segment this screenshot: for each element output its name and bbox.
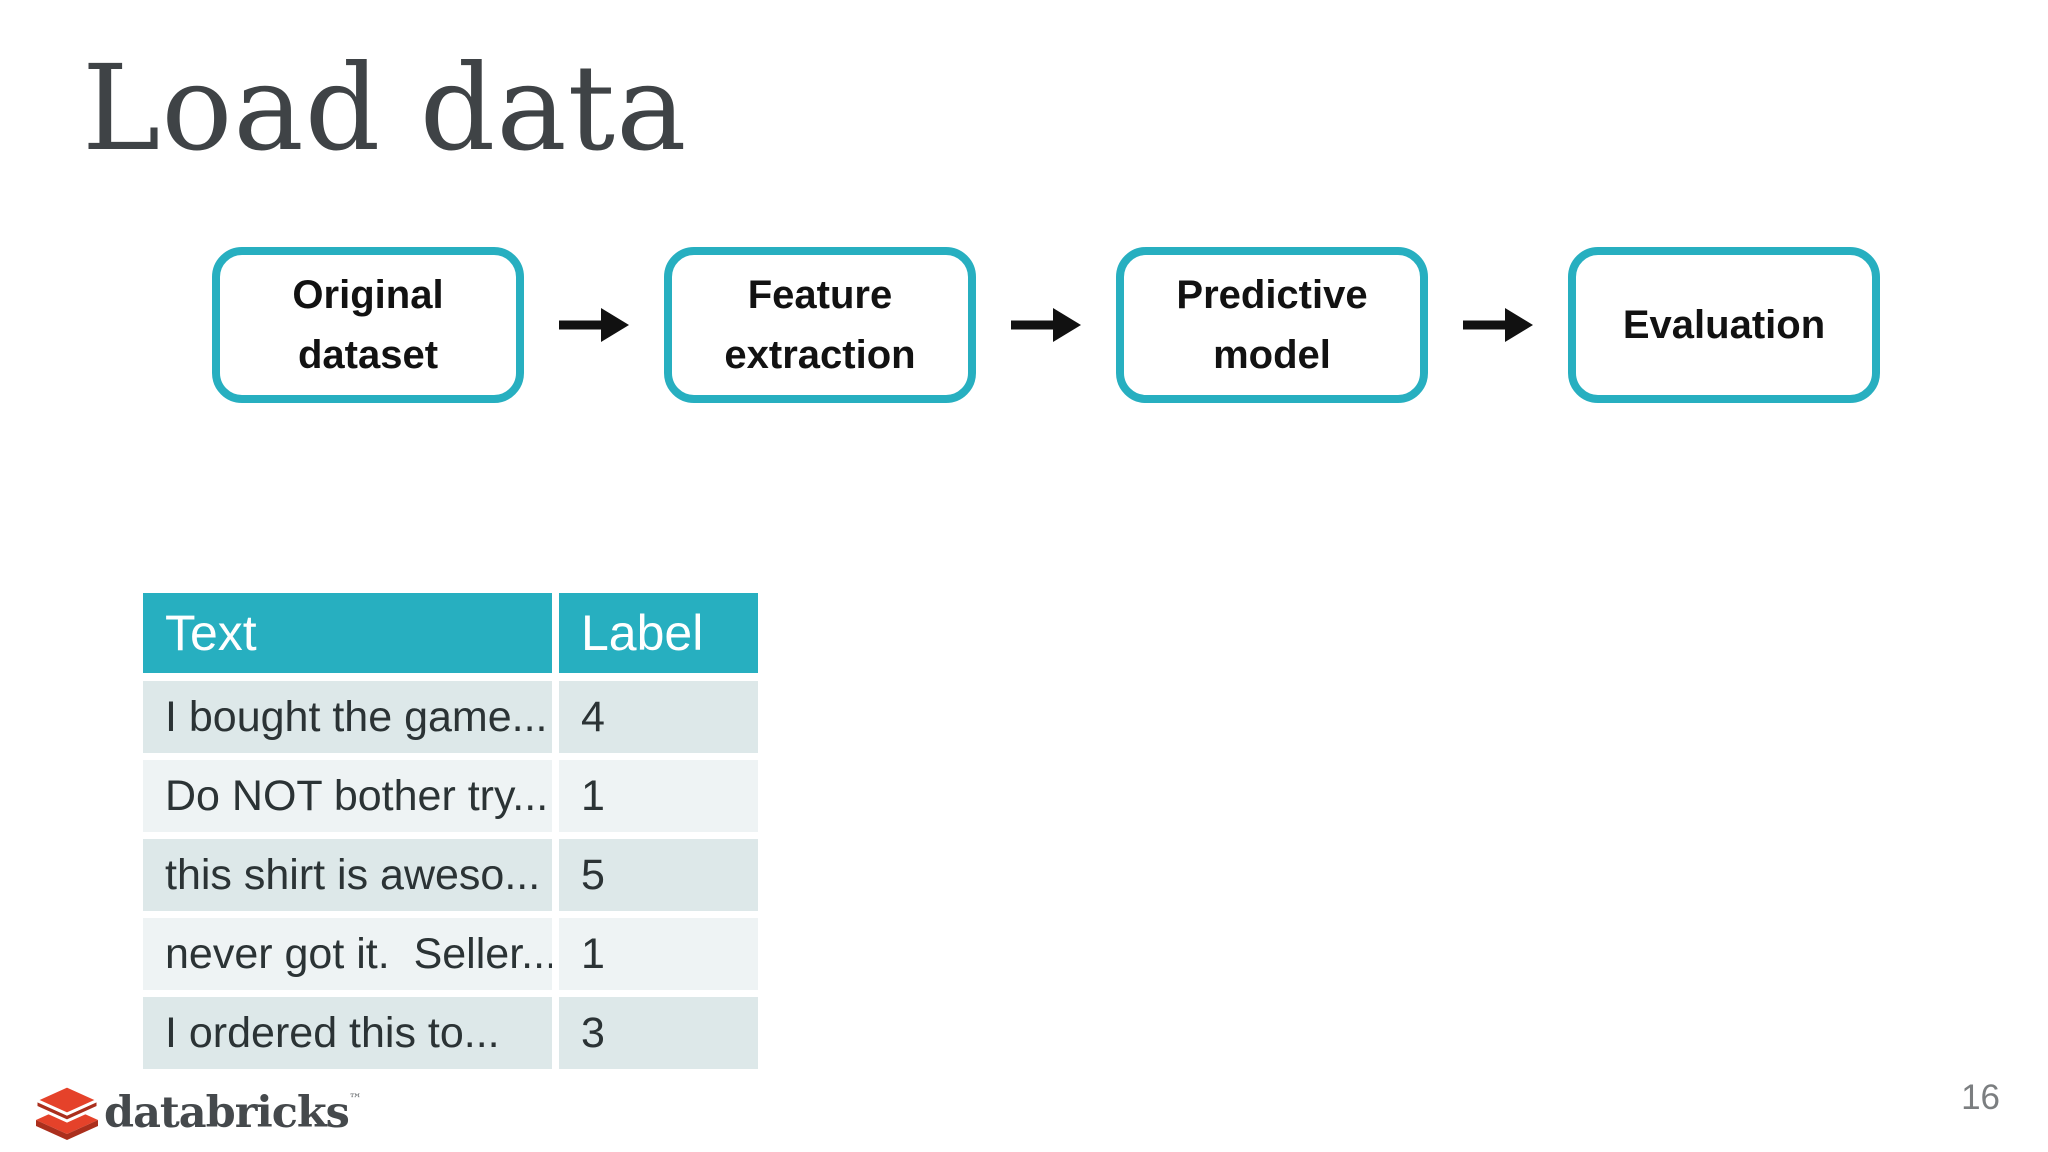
databricks-bricks-icon — [32, 1084, 102, 1140]
right-arrow-icon — [1461, 302, 1535, 348]
cell-text: this shirt is aweso... — [143, 839, 552, 911]
table-row: Do NOT bother try... 1 — [143, 760, 758, 832]
cell-text: I bought the game... — [143, 681, 552, 753]
dataset-table: Text Label I bought the game... 4 Do NOT… — [143, 593, 758, 1076]
brand-wordmark: databricks — [104, 1088, 350, 1138]
column-header-text: Text — [143, 593, 552, 673]
flow-box-evaluation: Evaluation — [1568, 247, 1880, 403]
cell-text: Do NOT bother try... — [143, 760, 552, 832]
flow-box-line: Evaluation — [1622, 303, 1826, 347]
flow-box-line: model — [1213, 333, 1331, 377]
flow-box-predictive-model: Predictive model — [1116, 247, 1428, 403]
table-body: I bought the game... 4 Do NOT bother try… — [143, 681, 758, 1069]
pipeline-flow: Original dataset Feature extraction Pred… — [212, 247, 1880, 403]
databricks-logo: databricks ™ — [32, 1084, 362, 1140]
cell-text: never got it. Seller... — [143, 918, 552, 990]
table-row: I bought the game... 4 — [143, 681, 758, 753]
flow-box-line: Original — [292, 273, 444, 317]
column-header-label: Label — [559, 593, 758, 673]
table-row: I ordered this to... 3 — [143, 997, 758, 1069]
cell-label: 3 — [559, 997, 758, 1069]
cell-label: 5 — [559, 839, 758, 911]
page-title: Load data — [82, 39, 688, 177]
cell-text: I ordered this to... — [143, 997, 552, 1069]
cell-label: 1 — [559, 760, 758, 832]
flow-box-line: extraction — [724, 333, 916, 377]
page-number: 16 — [1961, 1078, 2000, 1117]
flow-box-line: Predictive — [1176, 273, 1368, 317]
cell-label: 1 — [559, 918, 758, 990]
right-arrow-icon — [557, 302, 631, 348]
right-arrow-icon — [1009, 302, 1083, 348]
flow-box-line: Feature — [747, 273, 893, 317]
table-header-row: Text Label — [143, 593, 758, 673]
cell-label: 4 — [559, 681, 758, 753]
table-row: this shirt is aweso... 5 — [143, 839, 758, 911]
flow-box-original-dataset: Original dataset — [212, 247, 524, 403]
trademark-symbol: ™ — [348, 1092, 362, 1107]
flow-box-feature-extraction: Feature extraction — [664, 247, 976, 403]
table-row: never got it. Seller... 1 — [143, 918, 758, 990]
flow-box-line: dataset — [297, 333, 439, 377]
